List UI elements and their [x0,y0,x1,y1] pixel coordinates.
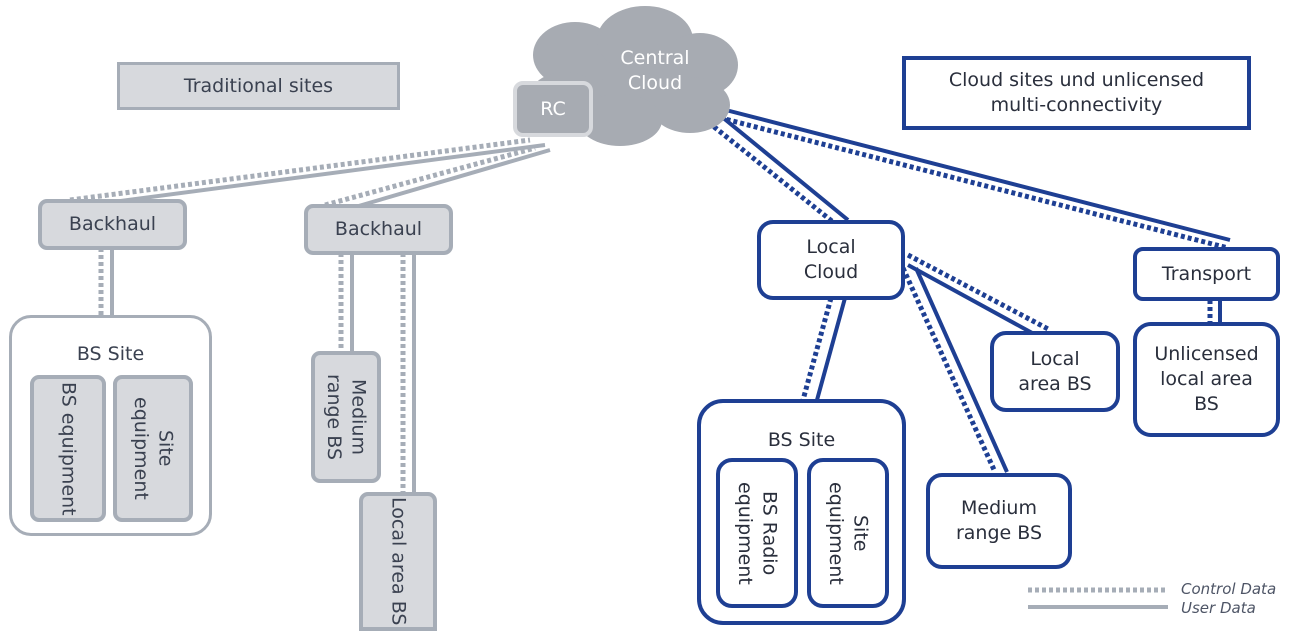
unlicensed-text: Unlicensed local area BS [1154,342,1258,416]
rc-box: RC [513,81,593,137]
backhaul-mid-label: Backhaul [334,218,423,241]
legend-lines [1028,587,1168,609]
local-cloud-box: Local Cloud [757,220,905,300]
user-link-backhaul-mid [344,148,551,212]
rc-label: RC [540,97,566,120]
unlicensed-line3: BS [1194,392,1219,415]
control-link-backhaul-mid [324,145,536,208]
bs-site-left-title: BS Site [76,343,145,365]
bs-site-right-title: BS Site [767,429,836,451]
medium-range-bs-right-line2: range BS [955,522,1043,544]
control-link-bs-site-right [800,297,834,401]
site-equipment-right: Site equipment [807,458,889,608]
local-area-bs-right: Local area BS [990,331,1120,412]
bs-equipment-left: BS equipment [30,375,106,522]
backhaul-mid-box: Backhaul [304,204,453,255]
control-link-backhaul-left [69,137,531,203]
central-cloud-line1: Central [620,47,690,69]
transport-label: Transport [1161,262,1252,285]
control-link-local-area-bs [906,252,1052,333]
local-area-bs-left: Local area BS [359,492,437,631]
medium-range-bs-right-line1: Medium [961,497,1037,520]
central-cloud-line2: Cloud [627,71,683,94]
transport-box: Transport [1133,247,1280,301]
local-cloud-text: Local Cloud [804,235,858,284]
local-cloud-line2: Cloud [803,261,859,283]
cloud-sites-title: Cloud sites und unlicensed multi-connect… [902,56,1251,130]
unlicensed-line1: Unlicensed [1154,343,1259,366]
local-area-bs-right-text: Local area BS [1018,347,1091,396]
bs-equipment-left-label: BS equipment [57,381,80,516]
central-cloud-label: Central Cloud [610,46,700,95]
legend-control-label: Control Data [1181,580,1277,598]
local-area-bs-right-line2: area BS [1018,372,1092,395]
user-link-local-cloud [714,110,850,222]
cloud-sites-title-text: Cloud sites und unlicensed multi-connect… [949,68,1204,117]
backhaul-left-box: Backhaul [38,199,187,250]
legend-user-label: User Data [1181,599,1256,617]
traditional-sites-label: Traditional sites [183,74,334,97]
cloud-sites-title-line2: multi-connectivity [990,94,1163,116]
local-area-bs-left-label: Local area BS [387,497,410,626]
user-link-local-area-bs [907,263,1046,342]
unlicensed-local-area-bs: Unlicensed local area BS [1133,322,1280,437]
medium-range-bs-right-text: Medium range BS [956,496,1042,545]
control-link-medium-range-bs [900,266,998,474]
bs-radio-equipment: BS Radio equipment [716,458,798,608]
cloud-links [701,106,1231,474]
traditional-links [69,137,551,493]
cloud-sites-title-line1: Cloud sites und unlicensed [948,69,1205,92]
site-equipment-left-label: Site equipment [130,397,177,500]
backhaul-left-label: Backhaul [68,213,157,236]
user-link-backhaul-left [89,143,546,207]
medium-range-bs-left-label: Medium range BS [323,373,370,461]
site-equipment-right-label: Site equipment [825,481,872,585]
user-link-medium-range-bs [914,267,1009,473]
local-cloud-line1: Local [806,236,856,259]
user-link-bs-site-right [815,297,847,401]
control-link-transport [712,113,1229,251]
local-area-bs-right-line1: Local [1030,347,1080,370]
traditional-sites-title: Traditional sites [117,62,400,110]
user-link-transport [717,106,1231,242]
unlicensed-line2: local area [1160,368,1253,391]
medium-range-bs-left: Medium range BS [311,351,381,483]
medium-range-bs-right: Medium range BS [926,473,1072,569]
site-equipment-left: Site equipment [113,375,193,522]
bs-radio-equipment-label: BS Radio equipment [734,481,781,585]
